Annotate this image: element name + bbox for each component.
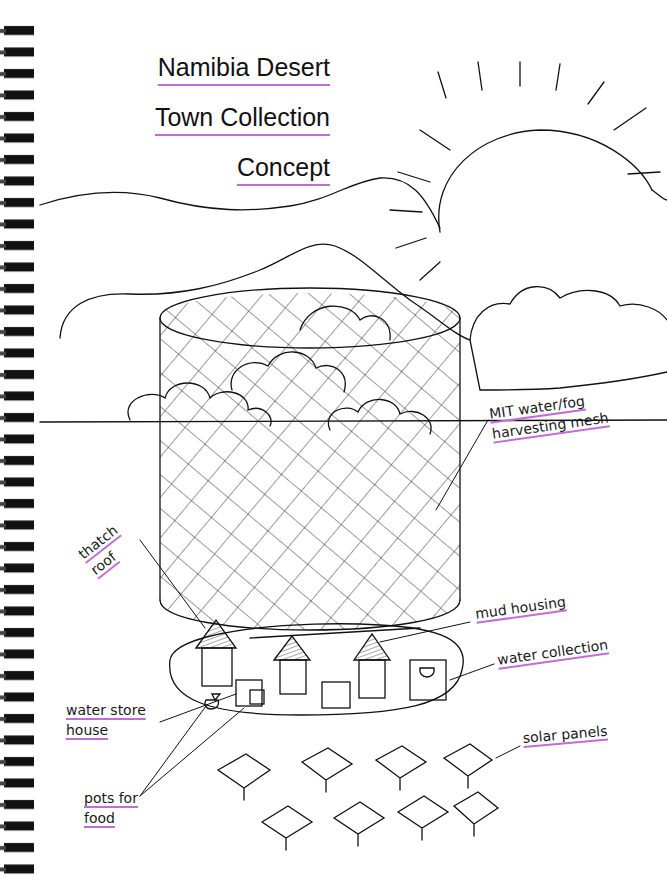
cloud <box>231 352 345 392</box>
callout-label: thatch roof <box>74 505 154 580</box>
callout-label: pots for food <box>84 788 156 829</box>
callout-label: mud housing <box>474 587 596 624</box>
sun <box>439 130 652 232</box>
callout-label: solar panels <box>522 718 643 749</box>
leader-lines <box>140 420 520 796</box>
water-store <box>236 680 264 706</box>
mud-house <box>274 636 310 694</box>
spiral-binding <box>0 22 40 882</box>
storage-box <box>322 682 350 708</box>
callout-label: water collection <box>496 629 647 670</box>
mud-house <box>354 634 390 698</box>
fog-mesh <box>150 270 470 650</box>
water-collector <box>410 660 446 700</box>
callout-label: water store house <box>66 700 164 741</box>
mountain-ridge <box>40 178 440 228</box>
cloud <box>300 306 390 340</box>
tree-line <box>470 340 667 390</box>
food-pots <box>205 694 220 709</box>
sun-rays <box>390 62 660 280</box>
solar-panels <box>218 744 498 850</box>
cloud <box>128 383 271 426</box>
mountain-ridge <box>652 190 667 200</box>
sketch-title: Namibia Desert Town Collection Concept <box>115 42 330 192</box>
mud-house <box>196 620 236 686</box>
tree-line <box>470 287 667 340</box>
cloud <box>328 399 431 434</box>
callout-label: MIT water/fog harvesting mesh <box>488 385 632 445</box>
water-channel <box>250 628 420 638</box>
